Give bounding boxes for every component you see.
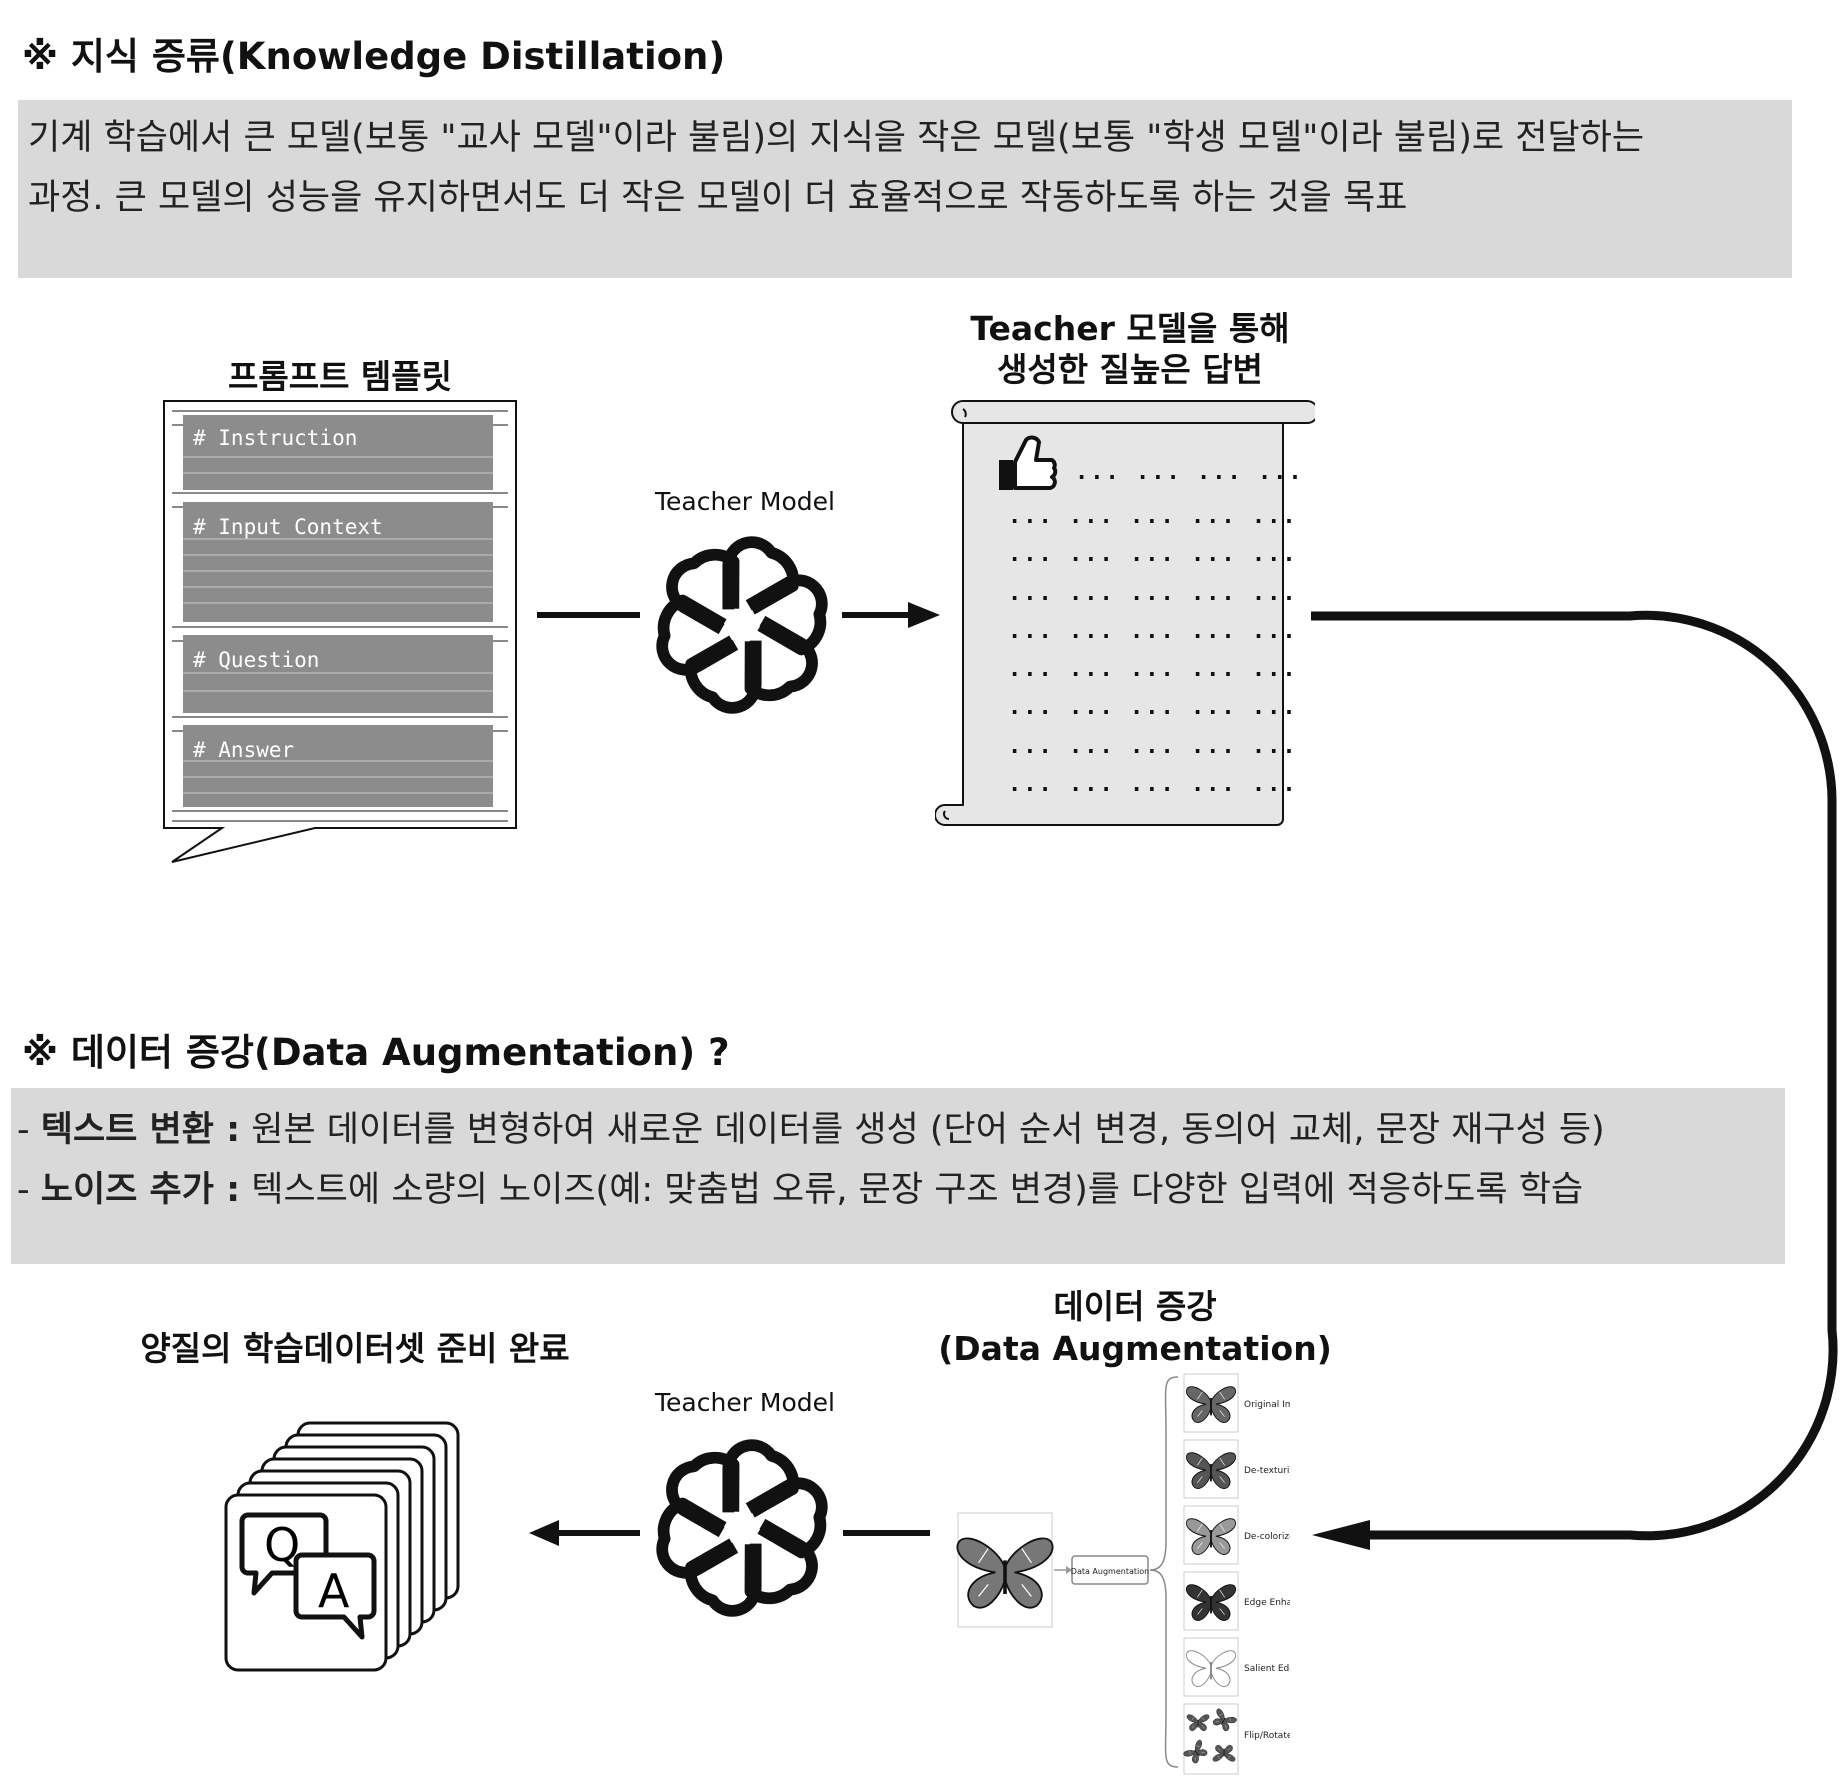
q-letter: Q xyxy=(264,1518,300,1572)
prompt-block-instruction: # Instruction xyxy=(193,426,358,450)
answer-scroll-title: Teacher 모델을 통해 생성한 질높은 답변 xyxy=(950,308,1310,390)
qa-dataset-stack-icon: Q A xyxy=(224,1421,460,1672)
section-title-knowledge-distillation: ※ 지식 증류(Knowledge Distillation) xyxy=(22,35,726,78)
augmentation-box-label: Data Augmentation xyxy=(1071,1567,1149,1576)
answer-line: ... ... ... ... ... xyxy=(1008,695,1298,721)
output-label-de-colorized: De-colorized xyxy=(1244,1532,1290,1542)
item-text-text-transform: 원본 데이터를 변형하여 새로운 데이터를 생성 (단어 순서 변경, 동의어 … xyxy=(251,1110,1605,1150)
teacher-model-label-bottom: Teacher Model xyxy=(655,1388,835,1417)
answer-scroll xyxy=(935,400,1315,826)
knowledge-distillation-description: 기계 학습에서 큰 모델(보통 "교사 모델"이라 불림)의 지식을 작은 모델… xyxy=(18,100,1792,278)
a-letter: A xyxy=(318,1564,350,1618)
description-line-1: 기계 학습에서 큰 모델(보통 "교사 모델"이라 불림)의 지식을 작은 모델… xyxy=(28,118,1645,158)
thumbs-up-icon xyxy=(999,435,1058,490)
answer-lines: ... ... ... ... ... ... ... ... ... ... … xyxy=(1008,498,1298,804)
dataset-ready-title: 양질의 학습데이터셋 준비 완료 xyxy=(140,1329,570,1368)
flow-arrow-prompt-to-teacher xyxy=(537,602,940,628)
augmentation-item-text-transform: - 텍스트 변환 : 원본 데이터를 변형하여 새로운 데이터를 생성 (단어 … xyxy=(17,1110,1605,1150)
item-label-noise: 노이즈 추가 : xyxy=(40,1170,241,1210)
prompt-block-answer: # Answer xyxy=(193,738,295,762)
answer-line: ... ... ... ... ... xyxy=(1008,504,1298,529)
augmentation-figure: Data Augmentation Original Image De-text… xyxy=(955,1373,1290,1775)
answer-line: ... ... ... ... ... xyxy=(1008,618,1298,644)
output-label-de-texturized: De-texturized xyxy=(1244,1466,1290,1476)
answer-scroll-title-line-1: Teacher 모델을 통해 xyxy=(970,309,1290,348)
answer-line: ... ... ... ... ... xyxy=(1008,772,1298,798)
teacher-model-logo-icon xyxy=(654,530,830,720)
prompt-template-bubble xyxy=(163,400,517,863)
prompt-block-input-context: # Input Context xyxy=(193,515,383,539)
output-label-salient-edge-map: Salient Edge Map xyxy=(1244,1664,1290,1674)
teacher-model-label-top: Teacher Model xyxy=(655,487,835,516)
prompt-template-title: 프롬프트 템플릿 xyxy=(227,357,452,396)
flow-connector-scroll-to-augmentation xyxy=(1311,610,1838,1550)
answer-line: ... ... ... ... ... xyxy=(1008,733,1298,759)
augmentation-title-line-2: (Data Augmentation) xyxy=(938,1329,1332,1368)
augmentation-item-noise: - 노이즈 추가 : 텍스트에 소량의 노이즈(예: 맞춤법 오류, 문장 구조… xyxy=(17,1170,1584,1210)
description-line-2: 과정. 큰 모델의 성능을 유지하면서도 더 작은 모델이 더 효율적으로 작동… xyxy=(28,178,1408,218)
answer-line-first: ... ... ... ... xyxy=(1075,460,1304,485)
item-text-noise: 텍스트에 소량의 노이즈(예: 맞춤법 오류, 문장 구조 변경)를 다양한 입… xyxy=(251,1170,1584,1210)
prompt-block-question: # Question xyxy=(193,648,320,672)
output-label-edge-enhanced: Edge Enhanced xyxy=(1244,1598,1290,1608)
augmentation-title-line-1: 데이터 증강 xyxy=(1053,1287,1217,1326)
teacher-model-logo-icon xyxy=(654,1433,830,1623)
answer-line: ... ... ... ... ... xyxy=(1008,542,1298,568)
output-label-flip-rotate: Flip/Rotate xyxy=(1244,1731,1290,1741)
answer-line: ... ... ... ... ... xyxy=(1008,580,1298,606)
section-title-data-augmentation: ※ 데이터 증강(Data Augmentation) ? xyxy=(22,1031,730,1074)
output-label-original: Original Image xyxy=(1244,1400,1290,1410)
answer-line: ... ... ... ... ... xyxy=(1008,657,1298,683)
answer-scroll-title-line-2: 생성한 질높은 답변 xyxy=(997,350,1263,389)
item-label-text-transform: 텍스트 변환 : xyxy=(40,1110,241,1150)
data-augmentation-description: - 텍스트 변환 : 원본 데이터를 변형하여 새로운 데이터를 생성 (단어 … xyxy=(11,1088,1785,1264)
flow-arrow-augmentation-to-dataset xyxy=(529,1520,930,1546)
augmentation-title: 데이터 증강 (Data Augmentation) xyxy=(935,1286,1335,1370)
